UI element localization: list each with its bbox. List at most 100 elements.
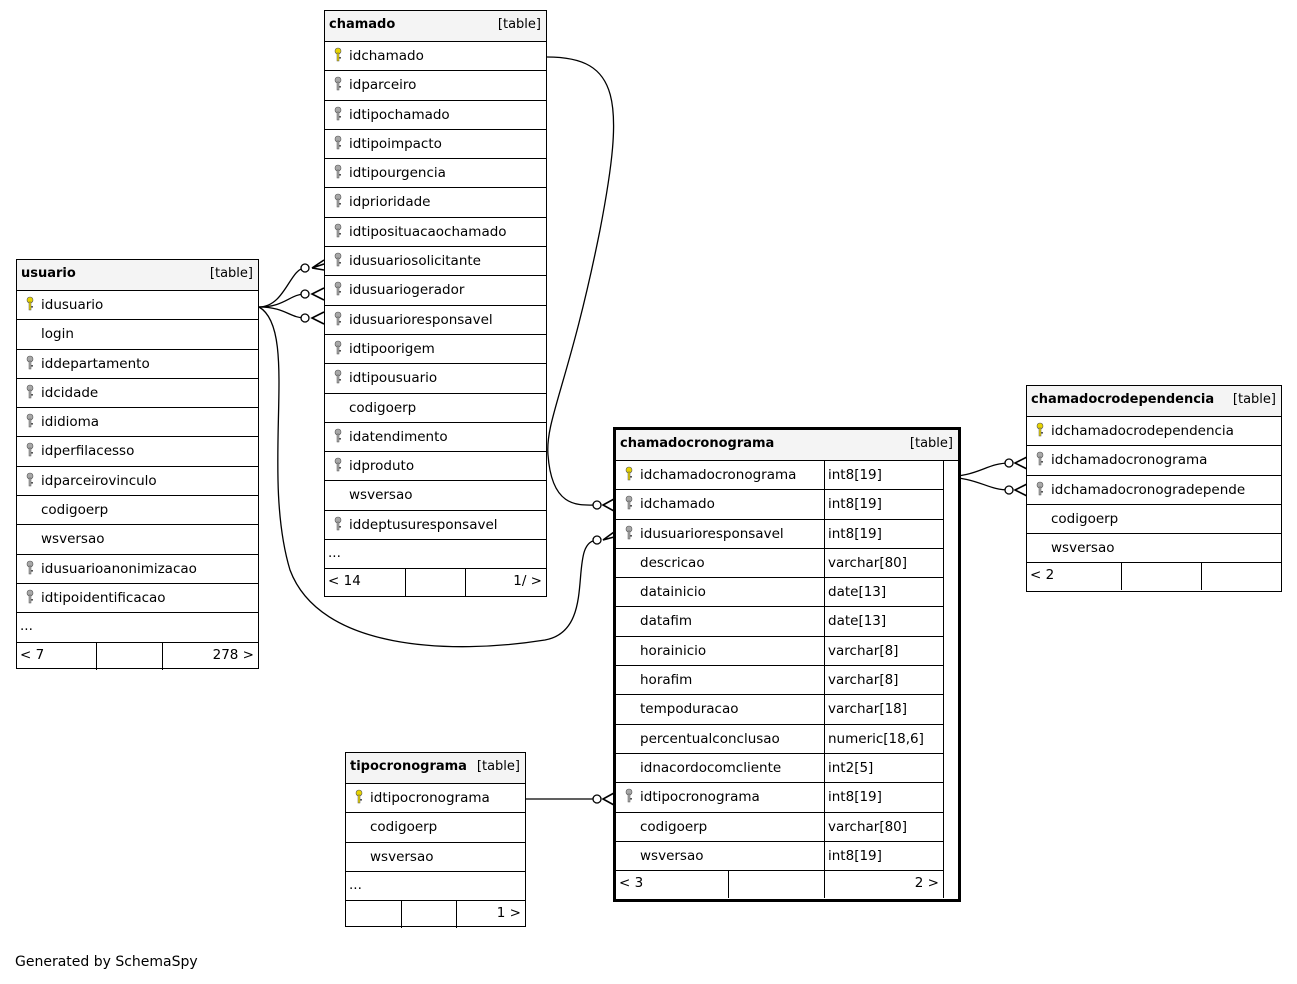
footer-divider [465, 569, 466, 597]
column-row[interactable]: idusuariogerador [325, 276, 546, 306]
column-row[interactable]: idchamadocronograma [1027, 446, 1281, 476]
column-name: idusuarioresponsavel [640, 525, 784, 542]
primary-key-icon [355, 789, 363, 809]
column-name: idtiposituacaochamado [349, 223, 507, 240]
column-name: idtipocronograma [640, 789, 760, 806]
crowfoot-marker [601, 792, 615, 806]
column-row[interactable]: idusuariosolicitante [325, 247, 546, 277]
foreign-key-icon [26, 442, 34, 462]
column-row[interactable]: codigoerp [325, 394, 546, 423]
column-name: idnacordocomcliente [640, 759, 782, 776]
column-row[interactable]: idtipoorigem [325, 335, 546, 365]
column-type: varchar[8] [824, 636, 943, 666]
column-row[interactable]: idproduto [325, 452, 546, 482]
table-name: chamado [329, 17, 396, 32]
column-row[interactable]: idcidade [17, 379, 258, 409]
foreign-key-icon [1036, 451, 1044, 471]
column-name: wsversao [349, 487, 413, 504]
column-name: idproduto [349, 458, 415, 475]
column-row[interactable]: ididioma [17, 408, 258, 438]
table-chamadocronograma[interactable]: chamadocronograma [table] idchamadocrono… [613, 427, 961, 902]
column-row[interactable]: idtipousuario [325, 364, 546, 394]
row-count: 1 > [496, 905, 521, 922]
column-row[interactable]: idtipocronograma [346, 784, 525, 814]
column-name: idtipourgencia [349, 165, 446, 182]
column-name: idusuario [41, 297, 104, 313]
table-footer: < 7 278 > [17, 642, 258, 670]
column-row[interactable]: idatendimento [325, 423, 546, 453]
column-row[interactable]: idtipoidentificacao [17, 584, 258, 614]
foreign-key-icon [26, 589, 34, 609]
optional-marker [592, 535, 602, 545]
footer-divider [824, 871, 825, 899]
children-count: < 2 [1030, 567, 1055, 584]
column-row[interactable]: idtiposituacaochamado [325, 218, 546, 248]
column-row[interactable]: idprioridade [325, 188, 546, 218]
column-row[interactable]: wsversao [1027, 534, 1281, 564]
column-row[interactable]: idtipourgencia [325, 159, 546, 189]
table-chamadocrodependencia[interactable]: chamadocrodependencia [table] idchamadoc… [1026, 385, 1282, 592]
column-name: horafim [640, 672, 693, 689]
table-type: [table] [209, 266, 253, 281]
column-type: varchar[80] [824, 548, 943, 578]
footer-divider [401, 901, 402, 929]
column-row[interactable]: codigoerp [346, 813, 525, 843]
edge-usuario-chamadocronograma [258, 306, 599, 648]
column-name: idparceiro [349, 77, 417, 94]
table-chamado[interactable]: chamado [table] idchamado idparceiro idtip… [324, 10, 547, 597]
column-row[interactable]: idusuarioresponsavel [325, 306, 546, 335]
column-row[interactable]: iddepartamento [17, 350, 258, 379]
column-row[interactable]: wsversao [325, 481, 546, 511]
column-row[interactable]: idtipochamado [325, 101, 546, 130]
column-row[interactable]: codigoerp [1027, 505, 1281, 535]
foreign-key-icon [26, 560, 34, 580]
children-count: < 7 [20, 646, 45, 663]
column-row[interactable]: iddeptusuresponsavel [325, 511, 546, 541]
column-row[interactable]: idusuarioanonimizacao [17, 555, 258, 584]
table-type: [table] [909, 436, 953, 451]
column-name: codigoerp [370, 819, 438, 836]
crowfoot-marker [1013, 456, 1028, 470]
column-row[interactable]: login [17, 320, 258, 350]
column-type: int8[19] [824, 841, 943, 871]
column-name: iddepartamento [41, 355, 150, 372]
column-row[interactable]: idperfilacesso [17, 437, 258, 467]
column-row[interactable]: codigoerp [17, 496, 258, 526]
column-row[interactable]: idparceirovinculo [17, 467, 258, 497]
table-type: [table] [497, 17, 541, 32]
column-row[interactable]: wsversao int8[19] [616, 841, 943, 872]
column-row[interactable]: wsversao [346, 843, 525, 872]
column-row[interactable]: idchamadocrodependencia [1027, 417, 1281, 447]
footer-divider [96, 642, 97, 670]
column-row[interactable]: idusuario [17, 291, 258, 321]
column-row[interactable]: idtipoimpacto [325, 130, 546, 160]
column-name: codigoerp [1051, 510, 1119, 527]
column-name: wsversao [640, 847, 704, 864]
column-type: date[13] [824, 607, 943, 636]
column-name: datainicio [640, 584, 706, 601]
foreign-key-icon [625, 495, 633, 515]
column-row[interactable]: idchamado [325, 42, 546, 72]
column-row[interactable]: idparceiro [325, 71, 546, 101]
column-row[interactable]: idchamadocronogradepende [1027, 476, 1281, 505]
column-row[interactable]: wsversao [17, 525, 258, 555]
table-footer: < 3 2 > [616, 871, 943, 899]
foreign-key-icon [334, 281, 342, 301]
